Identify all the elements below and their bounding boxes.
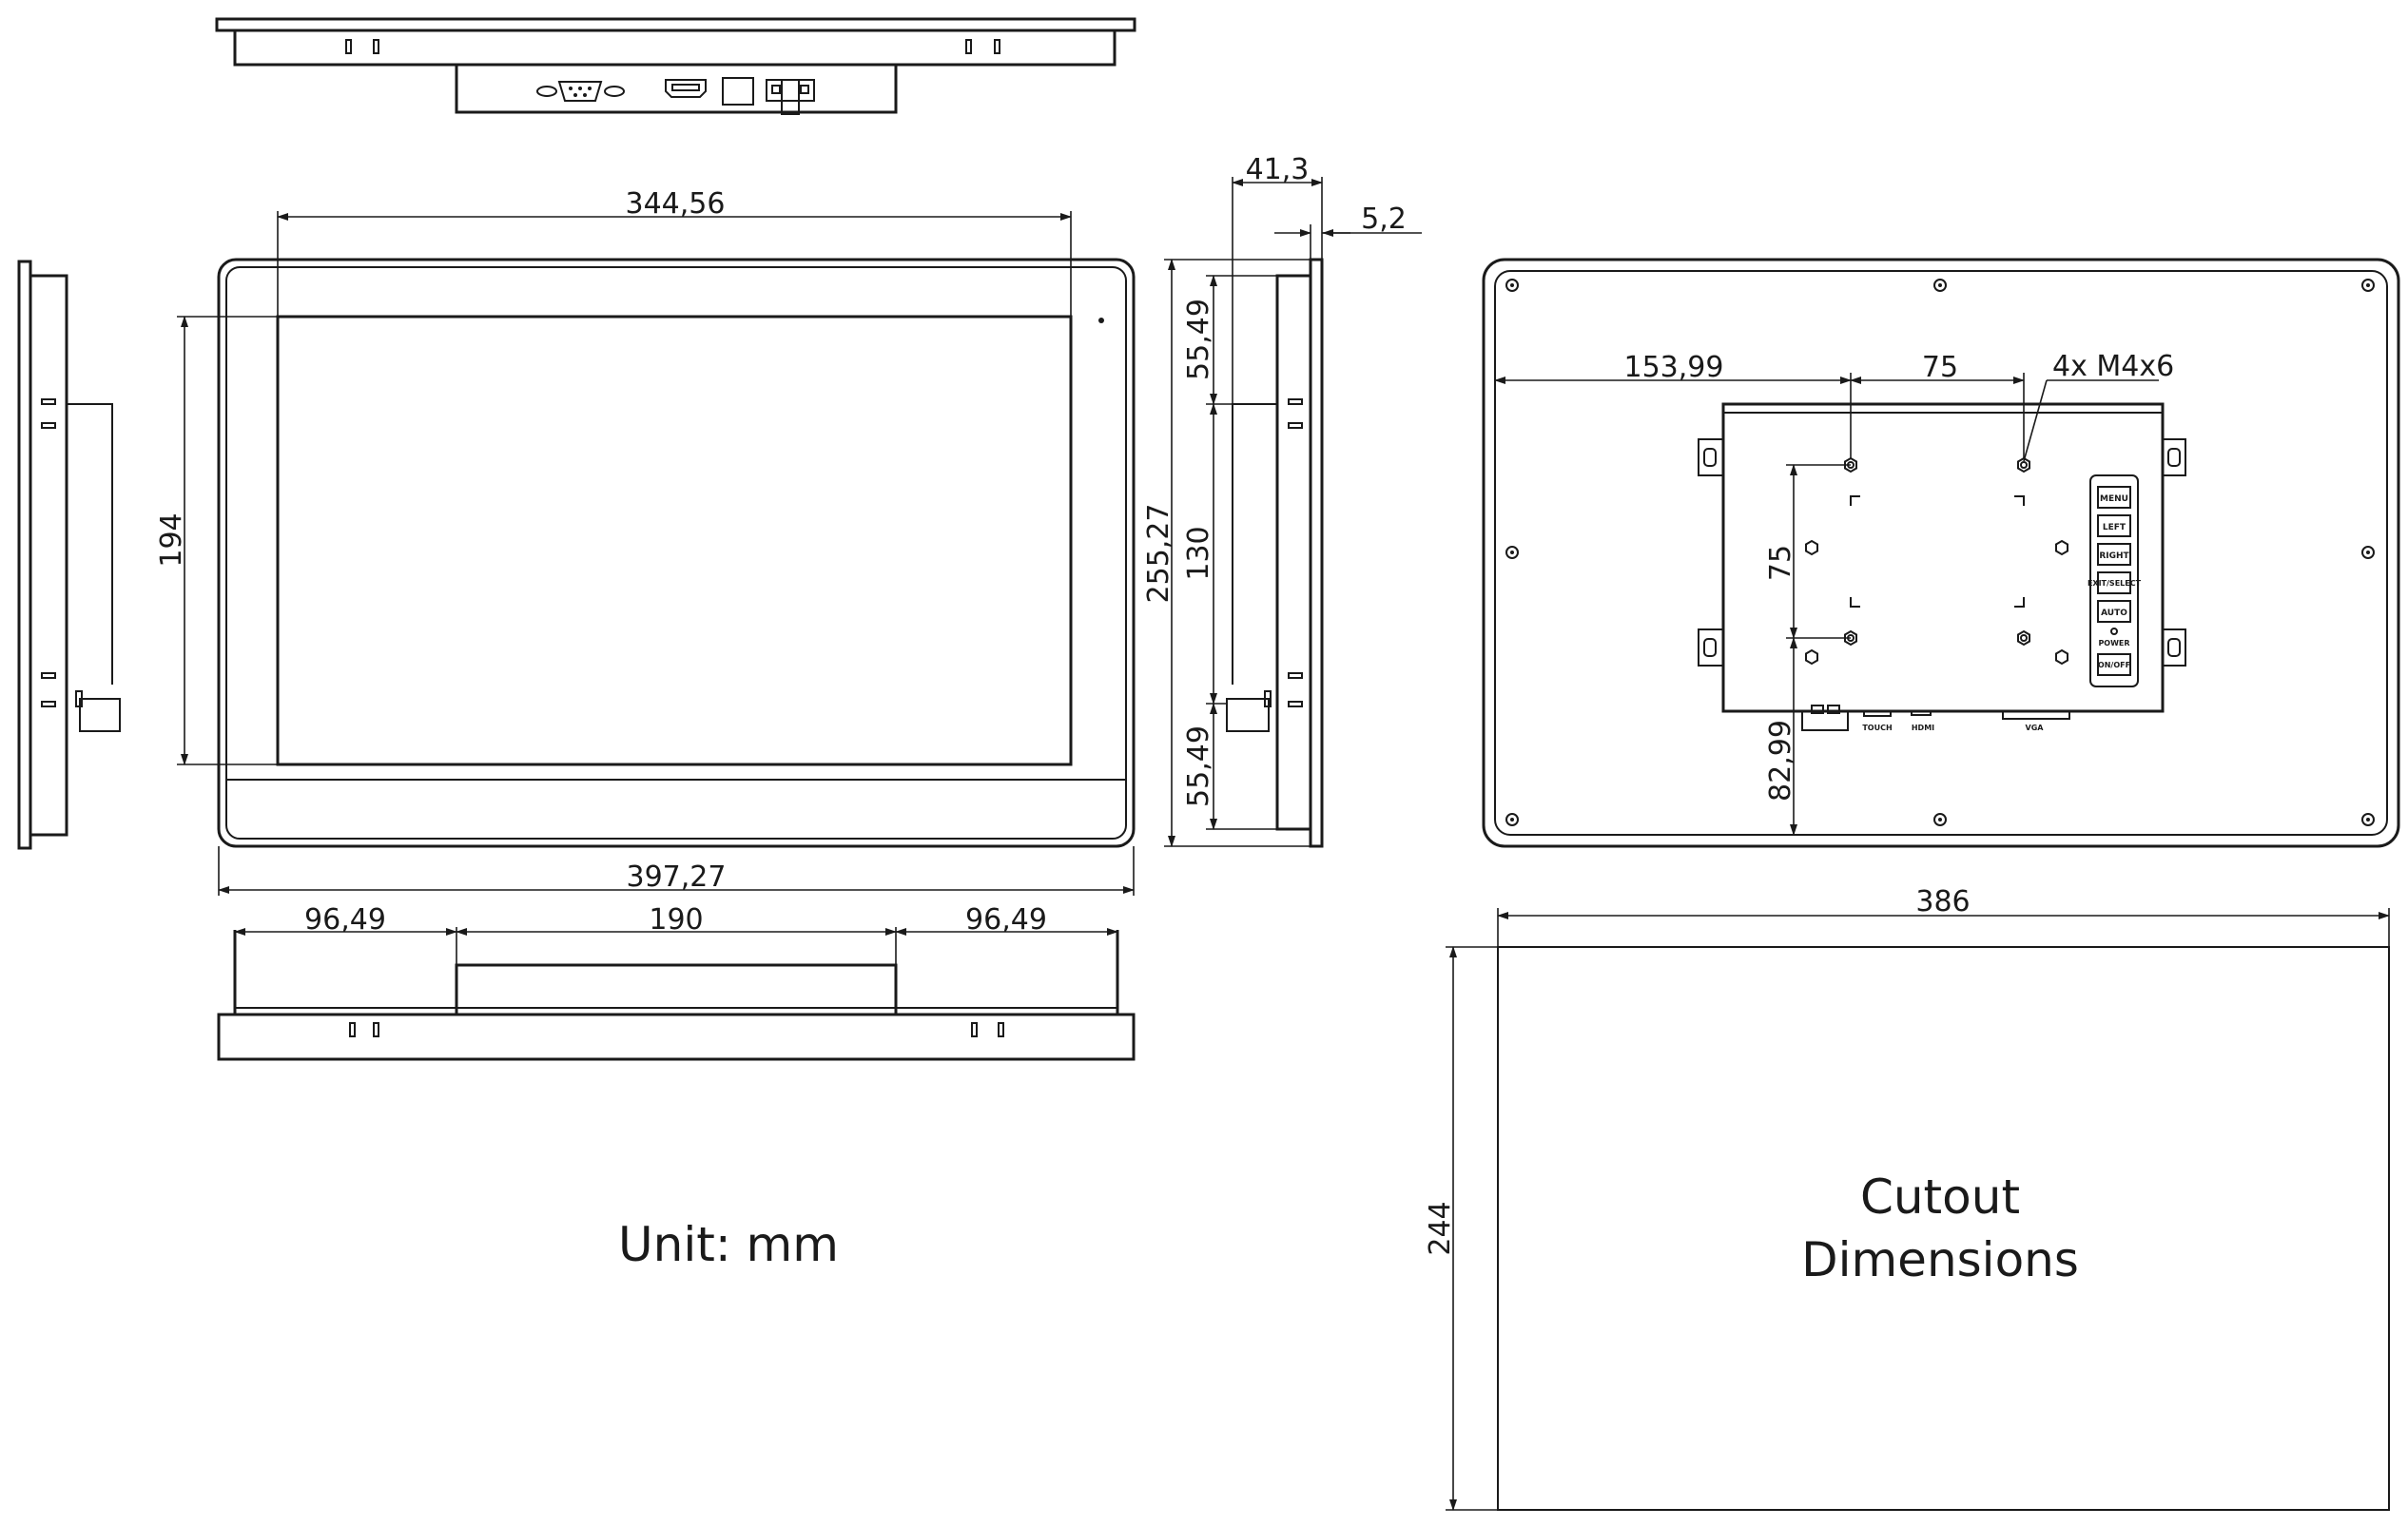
front-dimensions: 344,56 194 397,27 bbox=[155, 187, 1135, 896]
left-side-view bbox=[17, 260, 121, 850]
screw-note: 4x M4x6 bbox=[2052, 350, 2174, 383]
front-view bbox=[217, 258, 1136, 848]
port-label-hdmi: HDMI bbox=[1912, 724, 1934, 732]
dim-overall-height: 255,27 bbox=[1142, 504, 1175, 604]
rear-view: MENU LEFT RIGHT EXIT/SELECT AUTO POWER O… bbox=[1482, 258, 2400, 848]
button-label-menu: MENU bbox=[2100, 494, 2128, 504]
bottom-view: 96,49 190 96,49 bbox=[217, 903, 1136, 1061]
slot-marks bbox=[345, 39, 1000, 54]
dim-cutout-height: 244 bbox=[1424, 1201, 1457, 1255]
dim-overall-width: 397,27 bbox=[627, 860, 727, 894]
side-dimensions: 41,3 5,2 255,27 55,49 130 55,49 bbox=[1142, 153, 1422, 847]
hdmi-port-icon bbox=[665, 79, 707, 98]
dim-bottom-right: 96,49 bbox=[965, 903, 1047, 937]
dim-vesa-vertical: 75 bbox=[1764, 545, 1797, 581]
button-label-left: LEFT bbox=[2103, 523, 2126, 532]
power-terminal-icon bbox=[766, 79, 815, 115]
dim-bottom-to-vesa: 82,99 bbox=[1764, 720, 1797, 802]
dim-depth: 41,3 bbox=[1246, 153, 1310, 186]
button-label-power: POWER bbox=[2098, 639, 2129, 648]
top-view bbox=[215, 17, 1136, 115]
dim-cutout-width: 386 bbox=[1915, 885, 1970, 918]
dim-bottom-center: 190 bbox=[649, 903, 703, 937]
right-side-view bbox=[1226, 258, 1324, 848]
vga-port-icon bbox=[536, 81, 625, 102]
button-label-right: RIGHT bbox=[2099, 551, 2129, 561]
sensor-dot bbox=[1098, 318, 1104, 323]
cutout-label-line2: Dimensions bbox=[1801, 1232, 2079, 1287]
usb-port-icon bbox=[722, 77, 754, 106]
dim-screen-width: 344,56 bbox=[626, 187, 726, 221]
cutout-label-line1: Cutout bbox=[1860, 1169, 2020, 1225]
dim-bracket: 130 bbox=[1182, 526, 1215, 580]
cutout-view: 386 244 Cutout Dimensions bbox=[1424, 885, 2390, 1511]
button-label-on-off: ON/OFF bbox=[2098, 661, 2130, 669]
osd-button-panel: MENU LEFT RIGHT EXIT/SELECT AUTO POWER O… bbox=[2088, 474, 2142, 687]
mounting-tabs bbox=[1698, 438, 2186, 667]
dim-bottom-left: 96,49 bbox=[304, 903, 386, 937]
panel-screws bbox=[1505, 279, 2375, 826]
dim-vesa-horizontal: 75 bbox=[1922, 351, 1958, 384]
button-label-auto: AUTO bbox=[2101, 609, 2127, 618]
rear-ports: TOUCH HDMI VGA bbox=[1801, 705, 2070, 732]
dim-bottom-offset: 55,49 bbox=[1182, 725, 1215, 807]
dim-screen-height: 194 bbox=[155, 512, 188, 567]
port-label-touch: TOUCH bbox=[1862, 724, 1892, 732]
rear-dimensions: 153,99 75 4x M4x6 75 82,99 bbox=[1494, 350, 2174, 836]
dim-bezel: 5,2 bbox=[1361, 203, 1407, 236]
unit-label: Unit: mm bbox=[618, 1217, 839, 1272]
dim-top-offset: 55,49 bbox=[1182, 299, 1215, 380]
dim-left-to-vesa: 153,99 bbox=[1624, 351, 1724, 384]
button-label-exit-select: EXIT/SELECT bbox=[2088, 579, 2142, 588]
port-label-vga: VGA bbox=[2026, 724, 2045, 732]
vesa-screws bbox=[1805, 456, 2068, 666]
